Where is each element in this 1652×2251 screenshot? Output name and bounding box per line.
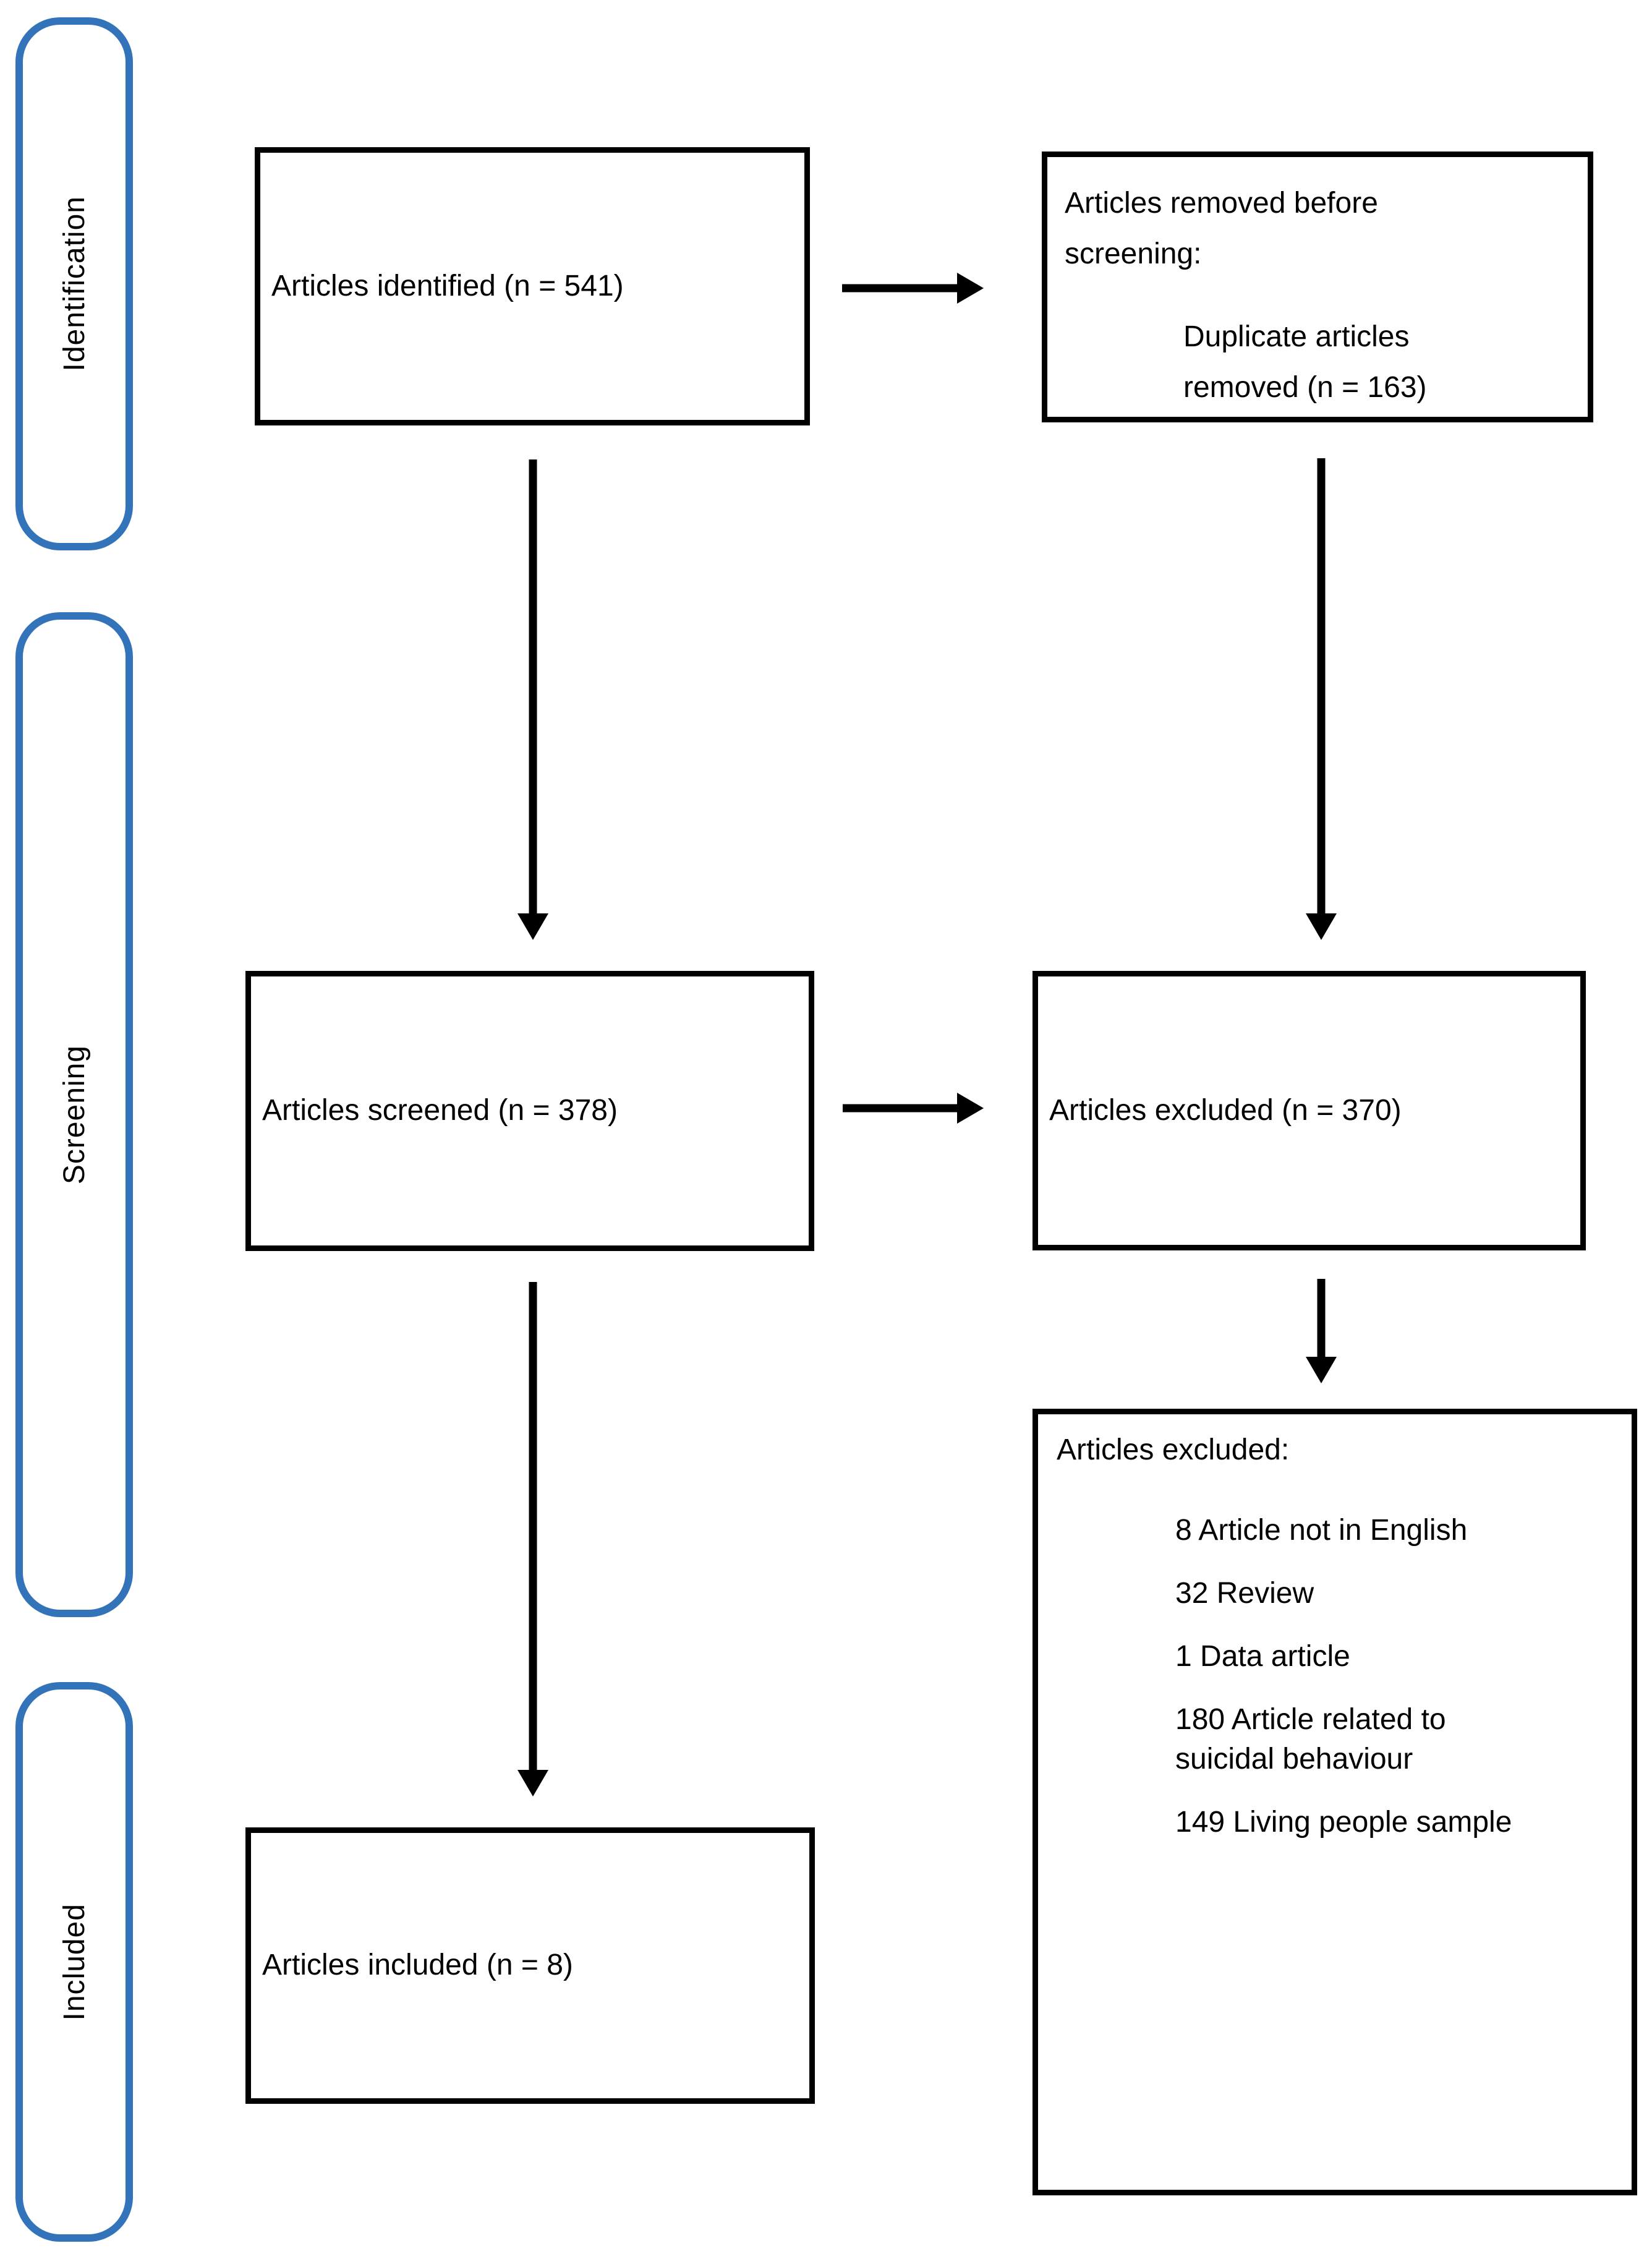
box-articles-included: Articles included (n = 8) [245,1827,815,2104]
box-articles-removed-heading: Articles removed before screening: [1065,187,1378,270]
box-articles-identified: Articles identified (n = 541) [255,147,810,425]
arrow-screened-to-excluded [843,1093,984,1124]
stage-screening-label: Screening [57,1044,91,1185]
exclusion-reason-living-people: 149 Living people sample [1175,1806,1512,1839]
exclusion-reason-not-english: 8 Article not in English [1175,1514,1468,1547]
stage-screening: Screening [15,612,133,1617]
arrow-identified-to-removed [842,273,984,304]
box-articles-excluded-text: Articles excluded (n = 370) [1049,1093,1402,1127]
stage-included: Included [15,1682,133,2242]
arrow-excluded-to-reasons [1306,1279,1337,1383]
box-exclusion-reasons: Articles excluded: 8 Article not in Engl… [1032,1409,1637,2195]
arrow-removed-to-excluded [1306,458,1337,940]
box-articles-screened-text: Articles screened (n = 378) [262,1094,618,1127]
box-articles-identified-text: Articles identified (n = 541) [271,269,624,302]
box-articles-included-text: Articles included (n = 8) [262,1949,573,1982]
box-articles-screened: Articles screened (n = 378) [245,971,814,1251]
box-articles-removed-item-duplicates: Duplicate articles removed (n = 163) [1183,320,1427,404]
stage-identification-label: Identification [57,196,91,372]
box-articles-excluded: Articles excluded (n = 370) [1032,971,1586,1250]
stage-included-label: Included [57,1903,91,2021]
arrow-screened-to-included [517,1282,548,1796]
box-exclusion-reasons-heading: Articles excluded: [1057,1433,1290,1466]
exclusion-reason-data-article: 1 Data article [1175,1640,1350,1673]
arrow-identified-to-screened [517,459,548,940]
exclusion-reason-suicidal-behaviour: 180 Article related to suicidal behaviou… [1175,1703,1446,1775]
exclusion-reason-review: 32 Review [1175,1577,1314,1610]
stage-identification: Identification [15,17,133,550]
box-articles-removed-before-screening: Articles removed before screening: Dupli… [1042,152,1593,422]
